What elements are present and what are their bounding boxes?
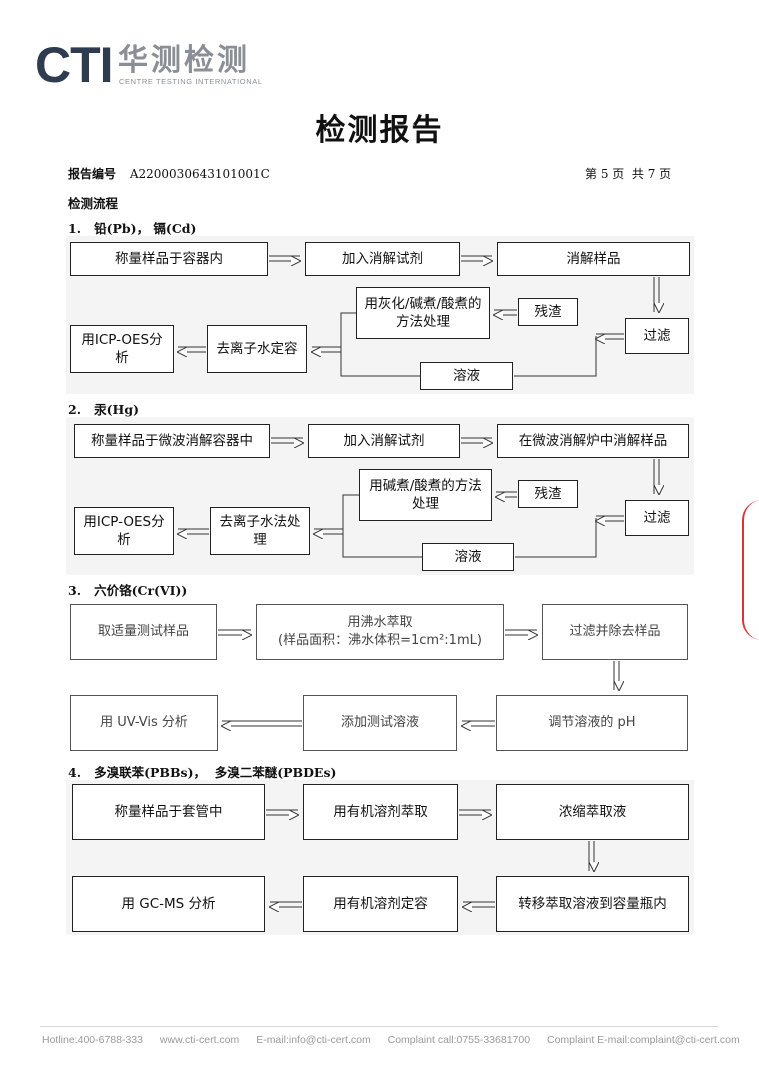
arrow: [269, 256, 300, 261]
flow-box: 加入消解试剂: [308, 424, 460, 458]
arrow: [461, 438, 492, 443]
flow-box: 称量样品于套管中: [72, 784, 265, 840]
arrow: [654, 459, 659, 494]
footer-email: E-mail:info@cti-cert.com: [256, 1034, 371, 1046]
flow-box: 过滤: [625, 318, 689, 354]
section-heading-2: 2. 汞(Hg): [68, 402, 139, 417]
flow-box: 用ICP-OES分析: [70, 325, 174, 373]
flow-box: 用有机溶剂萃取: [303, 784, 458, 840]
connector: [340, 312, 597, 377]
arrow: [218, 630, 251, 635]
footer-complaint-call: Complaint call:0755-33681700: [387, 1034, 531, 1046]
flow-box: 在微波消解炉中消解样品: [497, 424, 689, 458]
arrow: [596, 334, 624, 339]
section-heading-3: 3. 六价铬(Cr(VI)): [68, 583, 188, 598]
flow-box: 用 UV-Vis 分析: [70, 695, 218, 751]
footer-divider: [40, 1026, 718, 1027]
footer-website: www.cti-cert.com: [159, 1034, 240, 1046]
arrow: [312, 347, 341, 352]
flow-box: 用 GC-MS 分析: [72, 876, 265, 932]
arrow: [654, 277, 659, 312]
arrow: [314, 529, 343, 534]
flow-box: 残渣: [518, 480, 578, 508]
arrow: [178, 347, 206, 352]
flow-box: 浓缩萃取液: [496, 784, 689, 840]
arrow: [461, 256, 492, 261]
flow-box: 过滤: [625, 500, 689, 536]
flow-box: 残渣: [518, 298, 578, 326]
section-heading-1: 1. 铅(Pb)， 镉(Cd): [68, 221, 197, 236]
arrow: [614, 661, 619, 690]
report-number-label: 报告编号: [68, 167, 117, 181]
section-heading-4: 4. 多溴联苯(PBBs)， 多溴二苯醚(PBDEs): [68, 765, 337, 780]
footer-hotline: Hotline:400-6788-333: [42, 1034, 143, 1046]
arrow: [266, 810, 298, 815]
arrow: [494, 310, 517, 315]
arrow: [462, 721, 495, 726]
footer-complaint-email: Complaint E-mail:complaint@cti-cert.com: [546, 1034, 740, 1046]
flow-title: 检测流程: [68, 196, 119, 211]
flow-box: 去离子水法处理: [210, 507, 310, 555]
flow-box-line: (样品面积：沸水体积=1cm²:1mL): [278, 633, 482, 648]
flow-box: 称量样品于微波消解容器中: [74, 424, 270, 458]
arrow: [270, 902, 302, 907]
footer: Hotline:400-6788-333 www.cti-cert.com E-…: [42, 1034, 754, 1046]
arrow: [596, 516, 624, 521]
document-title: 检测报告: [315, 113, 444, 148]
flow-box: 溶液: [422, 543, 514, 571]
flow-box: 加入消解试剂: [305, 242, 460, 276]
flow-box: 用灰化/碱煮/酸煮的方法处理: [356, 287, 490, 339]
flow-box: 转移萃取溶液到容量瓶内: [496, 876, 689, 932]
flow-box: 调节溶液的 pH: [496, 695, 688, 751]
arrow: [505, 630, 537, 635]
flow-box: 去离子水定容: [207, 325, 307, 373]
logo-english-name: CENTRE TESTING INTERNATIONAL: [119, 77, 263, 86]
flow-box-extract: 用沸水萃取 (样品面积：沸水体积=1cm²:1mL): [256, 604, 504, 660]
flow-box: 取适量测试样品: [70, 604, 217, 660]
flow-box: 用有机溶剂定容: [303, 876, 458, 932]
flow-box: 称量样品于容器内: [70, 242, 268, 276]
report-number-row: 报告编号 A2200030643101001C: [68, 165, 270, 182]
flow-box: 溶液: [420, 362, 513, 390]
red-seal-stamp: [742, 500, 759, 640]
flow-box: 过滤并除去样品: [542, 604, 688, 660]
flow-box: 用ICP-OES分析: [74, 507, 174, 555]
connector: [342, 494, 597, 558]
arrow: [463, 902, 495, 907]
logo-mark: CTI: [35, 37, 114, 93]
logo-chinese-name: 华测检测: [118, 43, 250, 78]
arrow: [271, 438, 303, 443]
flow-box-line: 用沸水萃取: [347, 615, 413, 630]
report-number: A2200030643101001C: [129, 167, 270, 181]
arrow: [178, 529, 209, 534]
arrow: [496, 492, 517, 497]
arrow: [222, 721, 302, 726]
flow-box: 添加测试溶液: [303, 695, 457, 751]
arrow: [459, 810, 491, 815]
page-info: 第 5 页 共 7 页: [585, 167, 672, 181]
arrow: [589, 841, 594, 871]
flow-box: 消解样品: [497, 242, 690, 276]
